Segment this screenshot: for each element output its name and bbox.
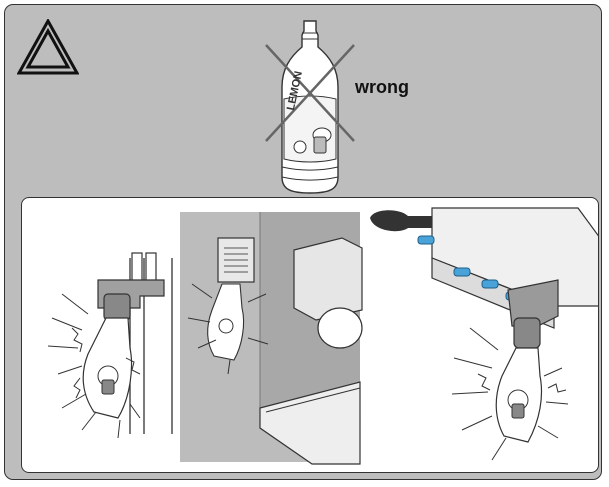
scene-right-nozzles bbox=[370, 207, 598, 461]
crossed-out-bottle-icon bbox=[265, 20, 355, 194]
warning-panel: LEMON wrong bbox=[4, 4, 602, 480]
scene-middle-machine bbox=[180, 212, 363, 465]
exploding-bottle-illustrations bbox=[47, 207, 598, 465]
wrong-label: wrong bbox=[355, 77, 409, 97]
illustration-panel bbox=[21, 197, 599, 473]
warning-triangle-icon bbox=[17, 19, 79, 75]
scene-left-dispenser bbox=[47, 252, 173, 439]
